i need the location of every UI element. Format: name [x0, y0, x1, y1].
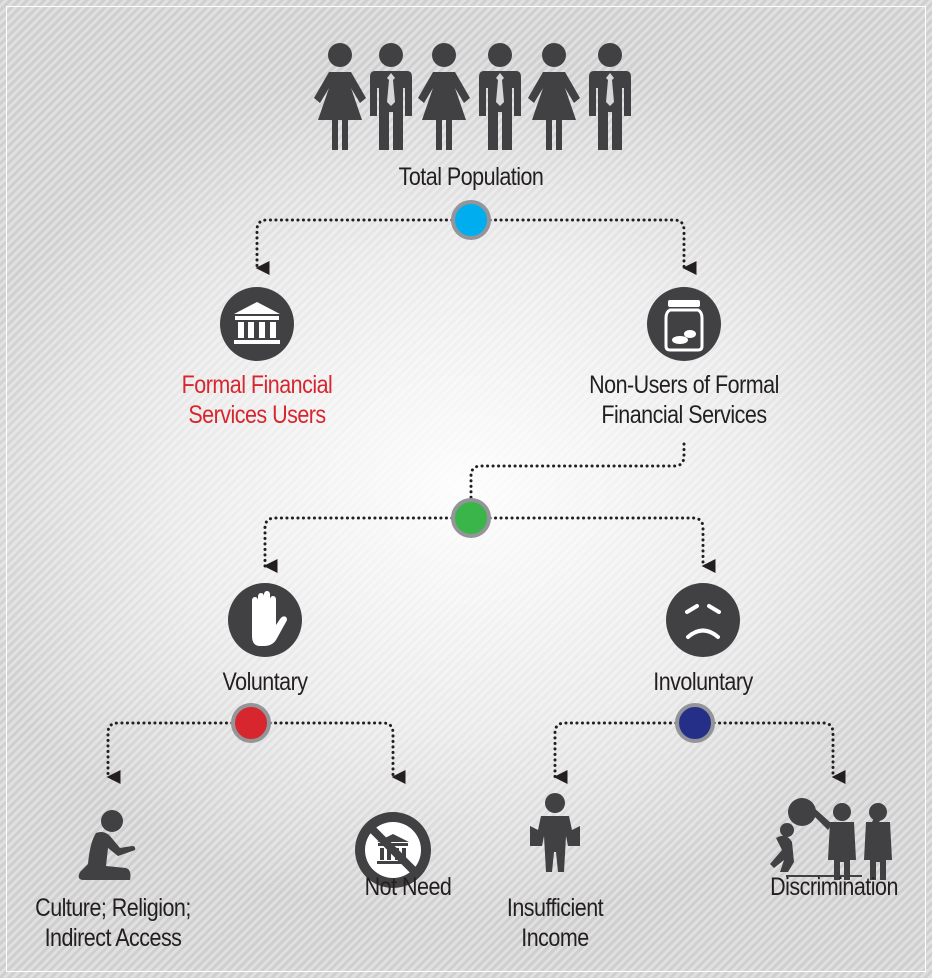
- sad-face-icon: [666, 583, 740, 657]
- node-label-involuntary: Involuntary: [653, 668, 753, 696]
- connector-to-discrimination: [712, 721, 846, 784]
- junction-dot-green: [451, 498, 491, 538]
- man-icon: [370, 43, 412, 150]
- population-icons: [314, 43, 631, 150]
- connector-to-not-need: [268, 721, 406, 784]
- node-label-voluntary: Voluntary: [222, 668, 308, 696]
- man-icon: [589, 43, 631, 150]
- node-label-non-users: Non-Users of Formal Financial Services: [589, 371, 779, 429]
- connectors: [106, 218, 846, 784]
- node-label-not-need: Not Need: [364, 873, 452, 901]
- node-label-insufficient-income: Insufficient Income: [506, 894, 604, 952]
- connector-to-culture: [106, 721, 234, 784]
- money-jar-icon: [647, 287, 721, 361]
- raised-hand-icon: [228, 583, 302, 657]
- frame-border: [6, 6, 926, 972]
- connector-non-users-to-split: [469, 442, 686, 502]
- junction-dot-red: [231, 703, 271, 743]
- woman-icon: [418, 43, 470, 150]
- connector-to-insufficient-income: [553, 721, 678, 784]
- node-label-total-population: Total Population: [398, 163, 544, 191]
- woman-icon: [314, 43, 366, 150]
- junction-dot-navy: [675, 703, 715, 743]
- node-label-discrimination: Discrimination: [770, 873, 898, 901]
- connector-to-formal-users: [255, 218, 454, 275]
- kneeling-prayer-icon: [78, 810, 136, 880]
- node-label-formal-users: Formal Financial Services Users: [181, 371, 333, 429]
- connector-to-non-users: [488, 218, 697, 275]
- empty-pockets-icon: [530, 793, 580, 872]
- man-icon: [479, 43, 521, 150]
- node-label-culture: Culture; Religion; Indirect Access: [35, 894, 191, 952]
- woman-icon: [528, 43, 580, 150]
- no-bank-icon: [355, 812, 431, 888]
- discrimination-icon: [770, 798, 892, 880]
- bank-icon: [220, 287, 294, 361]
- connector-to-involuntary: [488, 516, 716, 573]
- junctions: [231, 200, 715, 743]
- junction-dot-blue: [451, 200, 491, 240]
- connector-to-voluntary: [263, 516, 454, 573]
